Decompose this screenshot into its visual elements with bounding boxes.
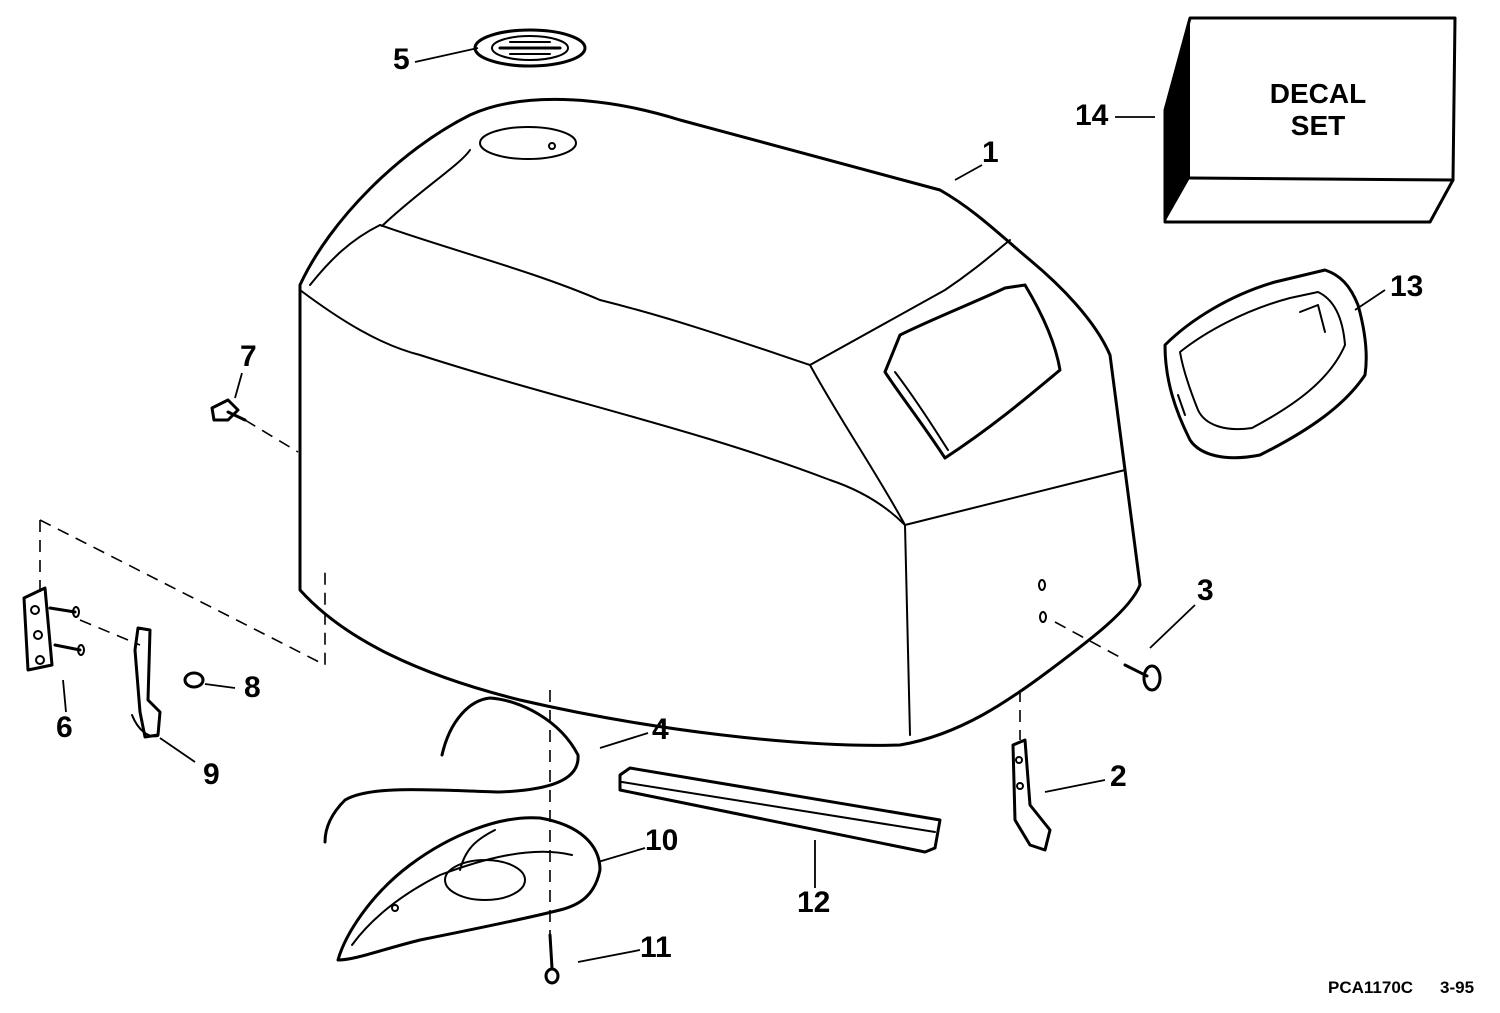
decal-set-label: DECAL SET [1228,78,1408,142]
callout-12: 12 [797,886,831,919]
decal-set-box [1163,16,1457,224]
rubber-strip [618,766,942,854]
plug-cap [473,28,587,68]
callout-10: 10 [645,824,679,857]
callout-13: 13 [1390,270,1424,303]
nut [183,671,205,689]
drawing-code: PCA1170C [1328,978,1414,997]
bracket-2 [1011,738,1052,852]
callout-8: 8 [244,671,261,704]
callout-11: 11 [640,931,672,964]
decal-line-1: DECAL [1269,78,1367,109]
callout-2: 2 [1110,760,1127,793]
engine-cover [298,97,1142,747]
mounting-plate [22,586,85,672]
callout-3: 3 [1197,574,1214,607]
seal-strip [323,696,580,844]
callout-5: 5 [393,43,410,76]
exhaust-cover [336,816,602,962]
screw-7 [210,398,247,422]
callout-9: 9 [203,758,220,791]
screw-11 [544,933,560,985]
callout-14: 14 [1075,99,1109,132]
callout-1: 1 [982,136,999,169]
date-code: 3-95 [1440,978,1475,997]
assembly-lines [39,419,1126,935]
screw-3 [1123,663,1162,692]
callout-6: 6 [56,711,73,744]
window-trim [1163,268,1368,460]
leader-lines [62,47,1386,963]
decal-line-2: SET [1290,110,1346,141]
callout-7: 7 [240,340,257,373]
bracket-9 [131,626,162,739]
callout-4: 4 [652,713,669,746]
